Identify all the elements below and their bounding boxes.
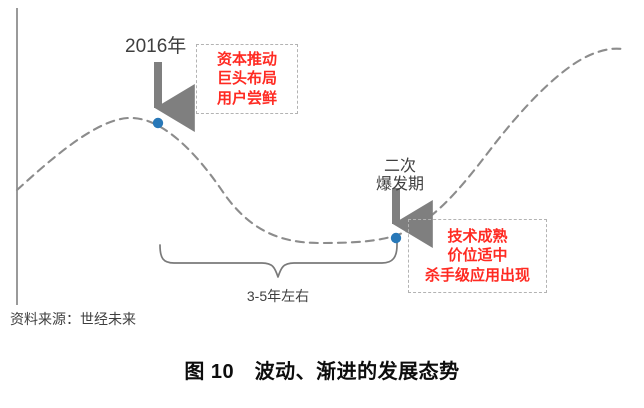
source-note: 资料来源：世经未来 [10,311,136,327]
label-second-boom-line1: 二次 [383,158,416,175]
annotation-second-line3: 杀手级应用出现 [424,266,530,284]
annotation-first-line3: 用户尝鲜 [216,89,277,107]
figure-caption: 图 10 波动、渐进的发展态势 [184,361,460,383]
annotation-box-second-phase: 技术成熟 价位适中 杀手级应用出现 [408,219,547,293]
annotation-box-first-phase: 资本推动 巨头布局 用户尝鲜 [196,44,298,114]
development-curve [15,47,624,245]
annotation-second-line2: 价位适中 [447,247,508,265]
duration-brace [159,236,398,278]
annotation-first-line1: 资本推动 [216,51,277,69]
label-second-boom-period: 二次爆发期 [360,158,440,194]
label-year-2016: 2016年 [125,36,187,57]
annotation-second-line1: 技术成熟 [447,228,508,246]
marker-dot-2016 [152,117,164,129]
annotation-first-line2: 巨头布局 [216,70,277,88]
label-brace-duration: 3-5年左右 [246,288,310,304]
marker-dot-second-boom [390,232,402,244]
label-second-boom-line2: 爆发期 [375,175,424,193]
